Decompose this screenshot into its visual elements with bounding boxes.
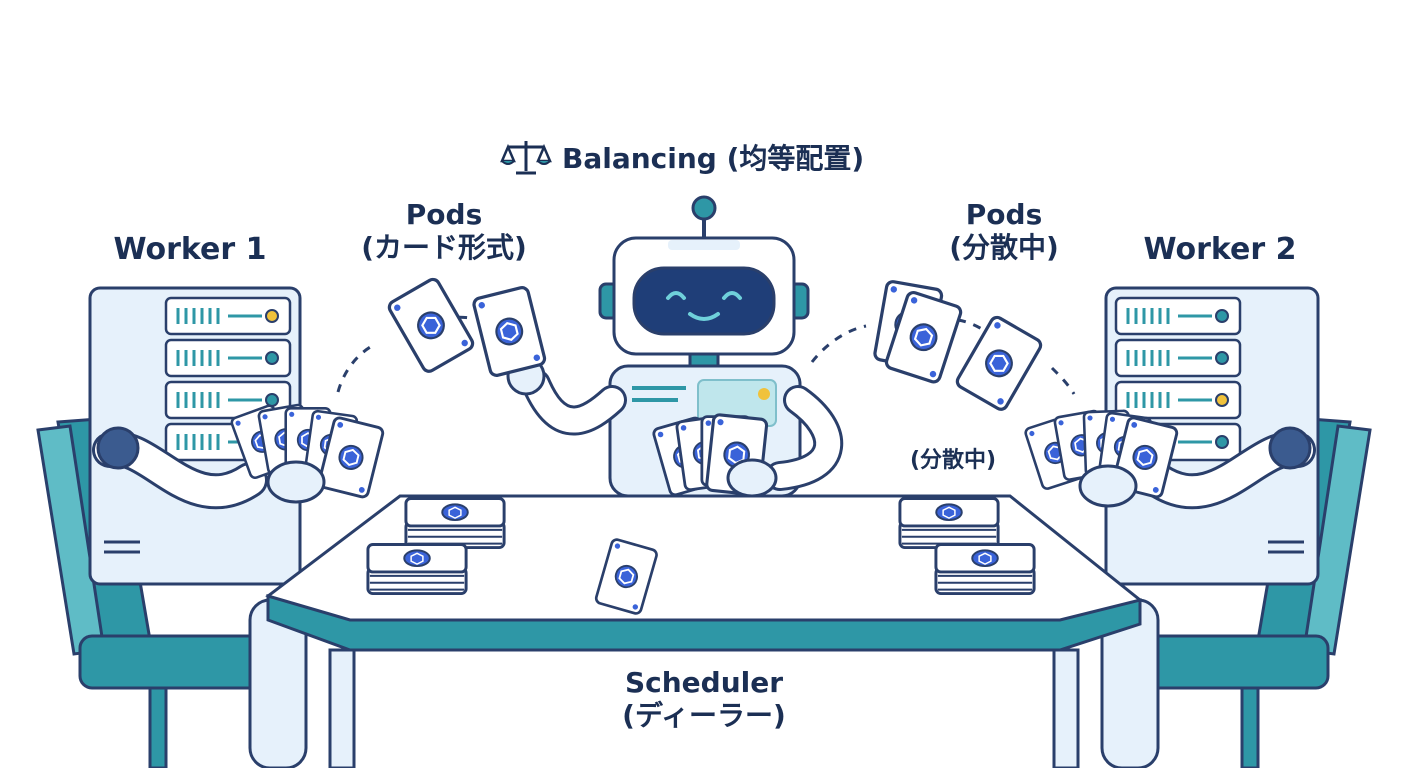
pods-label: Pods — [405, 198, 483, 231]
balancing-title-text: Balancing (均等配置) — [562, 142, 865, 175]
worker-2-card-hand — [1023, 408, 1180, 508]
flying-pod-cards — [336, 275, 1076, 414]
worker-1-server — [88, 286, 308, 768]
pods-distributing-label: Pods (分散中) — [914, 198, 1094, 264]
pod-card-deck — [898, 496, 1000, 550]
scheduler-name: Scheduler — [624, 666, 784, 699]
pod-card — [953, 313, 1045, 414]
pod-card-deck — [934, 542, 1036, 596]
pods-card-format-note: (カード形式) — [361, 231, 527, 265]
worker-2-label: Worker 2 — [1143, 232, 1297, 267]
pods-label: Pods — [965, 198, 1043, 231]
pod-card — [385, 275, 477, 376]
pod-card-deck — [366, 542, 468, 596]
worker-1-label: Worker 1 — [113, 232, 267, 267]
pods-card-format-label: Pods (カード形式) — [344, 198, 544, 264]
worker-2-status-label: (分散中) — [909, 448, 997, 473]
scheduler-card-hand — [651, 412, 778, 498]
balancing-title: Balancing (均等配置) — [500, 135, 864, 179]
balance-scale-icon — [500, 141, 552, 175]
worker-2-arm — [1140, 426, 1316, 510]
pod-card-deck — [404, 496, 506, 550]
scheduler-dealer-note: (ディーラー) — [622, 699, 786, 733]
pod-card — [471, 284, 548, 379]
pods-distributing-note: (分散中) — [949, 231, 1059, 265]
worker-1-arm — [92, 426, 268, 510]
worker-1-card-hand — [229, 402, 386, 504]
worker-2-server — [1100, 286, 1320, 768]
scheduler-label: Scheduler (ディーラー) — [588, 666, 820, 732]
